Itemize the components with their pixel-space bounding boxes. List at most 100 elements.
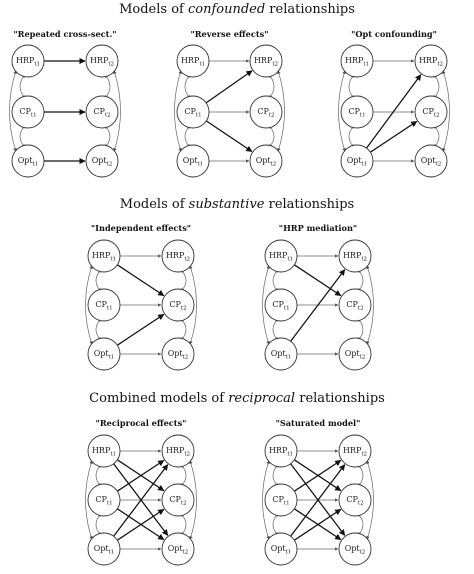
- node-label-sub: t2: [358, 500, 364, 506]
- covariance-arc: [184, 74, 191, 99]
- node-label-sub: t2: [360, 354, 366, 360]
- covariance-arc: [180, 464, 187, 487]
- node-label-sub: t2: [108, 61, 114, 67]
- node-opt-t1: Optt1: [176, 144, 210, 178]
- node-label-sub: t2: [361, 256, 367, 262]
- node-circle: [87, 483, 121, 517]
- node-label-sub: t1: [109, 549, 115, 555]
- node-circle: [87, 434, 121, 468]
- node-label-sub: t2: [360, 549, 366, 555]
- model-title: "Reciprocal effects": [96, 418, 187, 428]
- node-label-sub: t1: [107, 305, 113, 311]
- covariance-arc: [95, 464, 102, 487]
- covariance-arc: [95, 269, 102, 292]
- node-label: Optt2: [168, 544, 189, 555]
- node-label: HRPt1: [269, 251, 293, 262]
- covariance-arc: [357, 464, 364, 487]
- node-opt-t2: Optt2: [161, 337, 195, 371]
- section-title: Models of confounded relationships: [119, 2, 355, 17]
- node-label-sub: t2: [269, 112, 275, 118]
- paths: [116, 254, 165, 356]
- node-label-base: Opt: [168, 349, 184, 358]
- node-label-sub: t1: [31, 112, 37, 118]
- node-hrp-t1: HRPt1: [87, 239, 121, 273]
- node-circle: [338, 434, 372, 468]
- node-label: CPt2: [257, 107, 274, 118]
- node-label: HRPt2: [419, 56, 443, 67]
- node-label-base: CP: [169, 300, 181, 309]
- node-label-sub: t1: [196, 112, 202, 118]
- node-label-sub: t2: [105, 112, 111, 118]
- node-label: Optt1: [183, 156, 204, 167]
- node-label: Optt1: [18, 156, 39, 167]
- covariance-arc: [272, 513, 279, 536]
- covariance-arc: [104, 74, 111, 99]
- node-label-base: Opt: [271, 544, 287, 553]
- model-reverse-effects: "Reverse effects"HRPt1CPt1Optt1HRPt2CPt2…: [174, 29, 285, 178]
- node-circle: [176, 144, 210, 178]
- node-label-base: Opt: [256, 156, 272, 165]
- node-hrp-t1: HRPt1: [340, 44, 374, 78]
- node-circle: [338, 483, 372, 517]
- node-label: HRPt2: [343, 446, 367, 457]
- covariance-arc: [433, 125, 440, 148]
- paths: [290, 449, 346, 551]
- covariance-arc: [357, 269, 364, 292]
- covariance-arc: [19, 125, 26, 148]
- node-label-sub: t1: [198, 161, 204, 167]
- node-label: CPt2: [169, 495, 186, 506]
- covariance-arc: [104, 125, 111, 148]
- node-hrp-t2: HRPt2: [161, 239, 195, 273]
- node-label-sub: t1: [110, 256, 116, 262]
- node-circle: [249, 44, 283, 78]
- node-label: Optt1: [94, 349, 115, 360]
- node-label: Optt2: [256, 156, 277, 167]
- node-label-base: Opt: [345, 544, 361, 553]
- section-title-suffix: relationships: [264, 197, 354, 212]
- node-label-base: Opt: [92, 156, 108, 165]
- node-label-sub: t1: [107, 500, 113, 506]
- covariance-arc: [272, 464, 279, 487]
- node-label-base: HRP: [343, 446, 362, 455]
- path-opt-t1-to-cp-t2: [293, 508, 342, 541]
- node-label: CPt1: [19, 107, 36, 118]
- node-label-base: Opt: [94, 544, 110, 553]
- covariance-arc: [174, 70, 182, 152]
- node-hrp-t2: HRPt2: [414, 44, 448, 78]
- covariance-arc: [366, 265, 374, 345]
- node-circle: [338, 239, 372, 273]
- node-label: Optt1: [347, 156, 368, 167]
- node-label-sub: t2: [107, 161, 113, 167]
- node-hrp-t1: HRPt1: [87, 434, 121, 468]
- covariance-arc: [357, 513, 364, 536]
- node-circle: [11, 95, 45, 129]
- node-circle: [264, 288, 298, 322]
- section-title-suffix: relationships: [265, 2, 355, 17]
- node-label-sub: t1: [284, 305, 290, 311]
- model-title: "Saturated model": [276, 418, 361, 428]
- node-label-sub: t1: [199, 61, 205, 67]
- node-hrp-t1: HRPt1: [264, 434, 298, 468]
- covariance-arc: [189, 460, 197, 540]
- covariance-arc: [268, 74, 275, 99]
- node-circle: [249, 95, 283, 129]
- section-2: Models of substantive relationships"Inde…: [85, 197, 374, 371]
- node-label: HRPt2: [343, 251, 367, 262]
- node-label: HRPt1: [345, 56, 369, 67]
- node-label-base: CP: [93, 107, 105, 116]
- node-circle: [11, 144, 45, 178]
- node-circle: [264, 337, 298, 371]
- covariance-arc: [189, 265, 197, 345]
- model-independent-effects: "Independent effects"HRPt1CPt1Optt1HRPt2…: [85, 223, 197, 371]
- node-label: Optt1: [271, 349, 292, 360]
- path-opt-t1-to-hrp-t2: [290, 464, 346, 537]
- node-opt-t1: Optt1: [264, 337, 298, 371]
- node-circle: [87, 337, 121, 371]
- node-circle: [338, 288, 372, 322]
- model-title: "Opt confounding": [351, 29, 437, 39]
- node-circle: [11, 44, 45, 78]
